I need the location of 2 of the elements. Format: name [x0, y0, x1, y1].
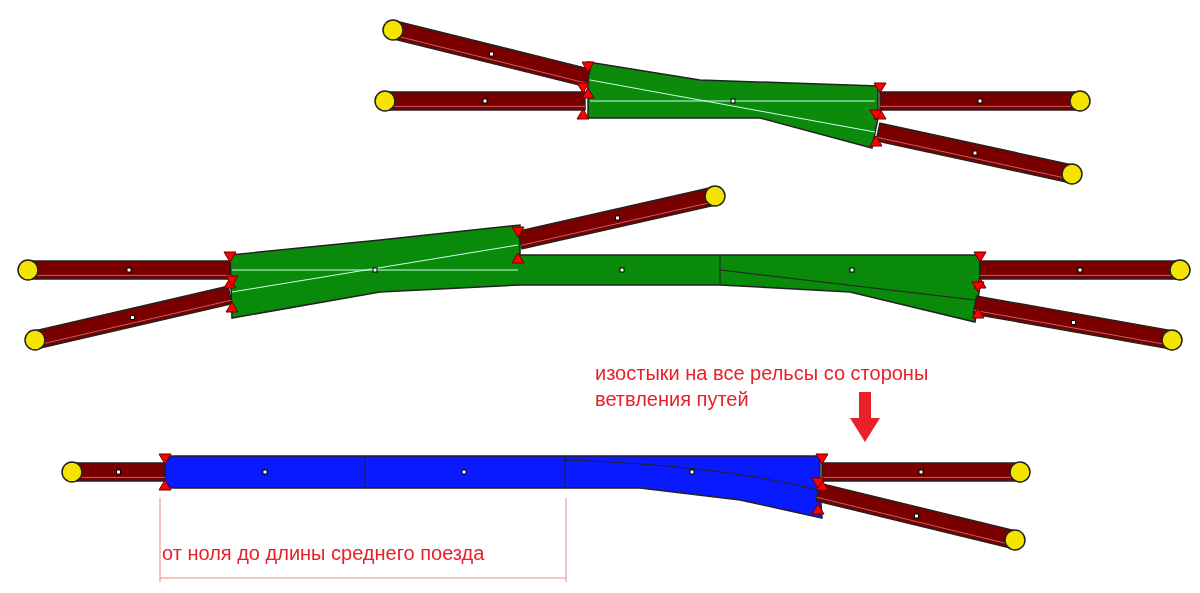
annotation-text: изостыки на все рельсы со стороны ветвления путей — [595, 361, 930, 412]
dimension-label: от ноля до длины среднего поезда — [162, 541, 485, 566]
